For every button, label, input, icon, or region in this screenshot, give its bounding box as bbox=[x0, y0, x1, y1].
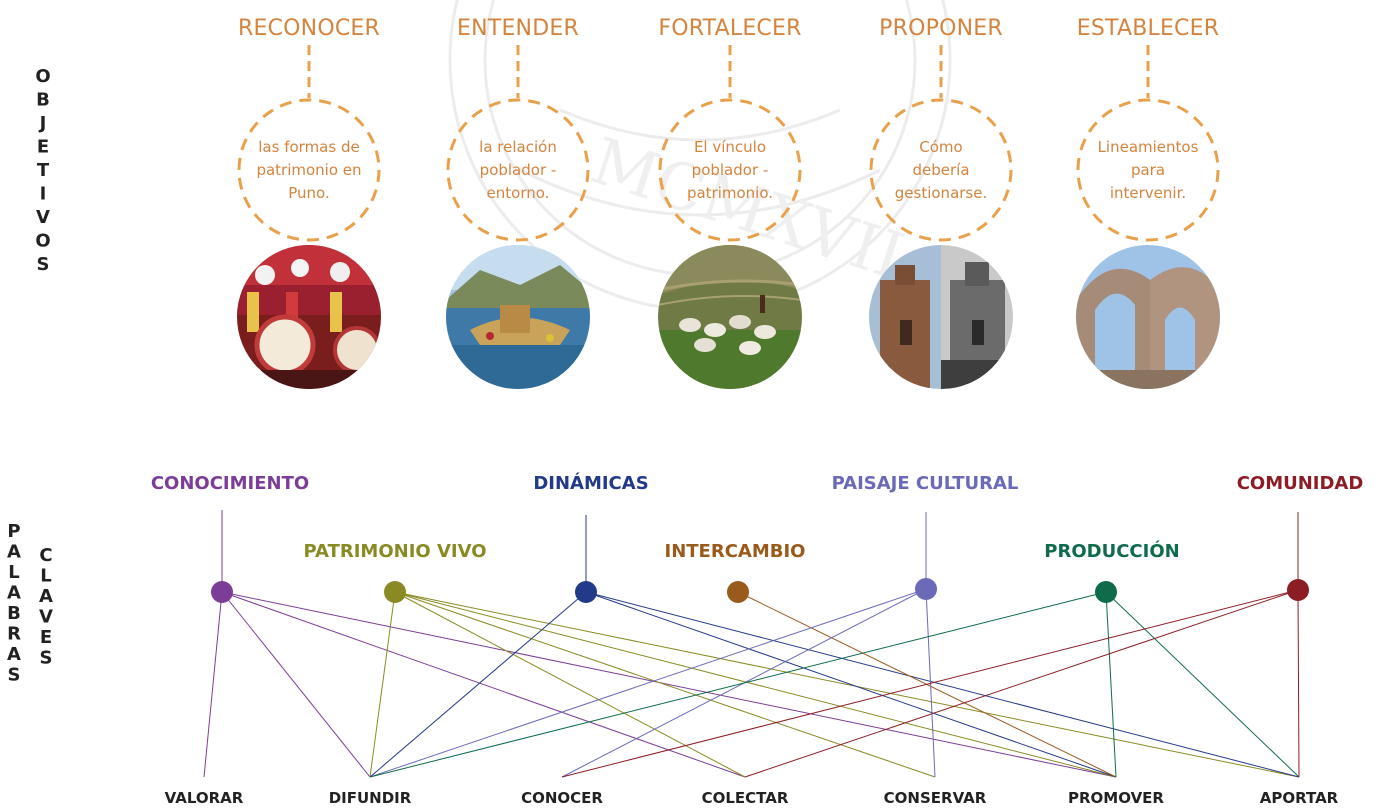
action-label-difundir: DIFUNDIR bbox=[329, 789, 412, 807]
lake-titicaca-reed-boats-photo bbox=[446, 245, 590, 389]
connection-lines bbox=[203, 510, 1300, 778]
action-label-conservar: CONSERVAR bbox=[884, 789, 987, 807]
action-label-conocer: CONOCER bbox=[521, 789, 603, 807]
dashed-circle bbox=[237, 98, 381, 242]
keyword-label-conocimiento: CONOCIMIENTO bbox=[151, 473, 309, 494]
objective-establecer: ESTABLECER Lineamientos para intervenir. bbox=[1076, 16, 1220, 389]
connection-dinamicas-aportar bbox=[585, 591, 1300, 778]
action-label-aportar: APORTAR bbox=[1260, 789, 1339, 807]
action-label-colectar: COLECTAR bbox=[702, 789, 789, 807]
objective-text-line: poblador - bbox=[480, 161, 557, 179]
keyword-node-comunidad bbox=[1287, 579, 1309, 601]
objective-text-line: las formas de bbox=[258, 138, 359, 156]
connection-comunidad-colectar bbox=[744, 589, 1299, 778]
connection-patrimonio_vivo-difundir bbox=[369, 591, 396, 778]
keyword-label-produccion: PRODUCCIÓN bbox=[1044, 540, 1179, 562]
objective-text-line: intervenir. bbox=[1110, 184, 1186, 202]
colonial-church-photo bbox=[869, 245, 1013, 389]
action-label-valorar: VALORAR bbox=[165, 789, 244, 807]
keyword-nodes bbox=[211, 578, 1309, 603]
objective-text-line: entorno. bbox=[487, 184, 550, 202]
objective-text-line: la relación bbox=[479, 138, 557, 156]
dashed-circle bbox=[446, 98, 590, 242]
objective-text-line: patrimonio en bbox=[256, 161, 361, 179]
action-label-promover: PROMOVER bbox=[1068, 789, 1164, 807]
objective-verb: FORTALECER bbox=[658, 16, 801, 41]
keyword-node-produccion bbox=[1095, 581, 1117, 603]
keyword-node-patrimonio_vivo bbox=[384, 581, 406, 603]
connection-conocimiento-colectar bbox=[221, 591, 746, 778]
objective-verb: ESTABLECER bbox=[1077, 16, 1219, 41]
keyword-label-intercambio: INTERCAMBIO bbox=[665, 541, 806, 562]
dashed-circle bbox=[869, 98, 1013, 242]
keyword-node-intercambio bbox=[727, 581, 749, 603]
objective-fortalecer: FORTALECER El vínculo poblador - patrimo… bbox=[658, 16, 802, 389]
keywords-network: CONOCIMIENTO PATRIMONIO VIVO DINÁMICAS INTE… bbox=[151, 472, 1363, 807]
connection-paisaje_cultural-difundir bbox=[369, 588, 927, 778]
keyword-node-paisaje_cultural bbox=[915, 578, 937, 600]
objective-text-line: Cómo bbox=[919, 138, 962, 156]
keyword-node-conocimiento bbox=[211, 581, 233, 603]
connection-conocimiento-promover bbox=[221, 591, 1117, 778]
objective-verb: RECONOCER bbox=[238, 16, 380, 41]
objective-text-line: El vínculo bbox=[694, 138, 766, 156]
objective-proponer: PROPONER Cómo debería gestionarse. bbox=[869, 16, 1013, 389]
connection-dinamicas-difundir bbox=[369, 591, 587, 778]
objective-verb: ENTENDER bbox=[457, 16, 579, 41]
connection-patrimonio_vivo-conservar bbox=[394, 591, 936, 778]
objective-reconocer: RECONOCER las formas de patrimonio en Pu… bbox=[237, 16, 381, 389]
objective-text-line: gestionarse. bbox=[895, 184, 987, 202]
connection-conocimiento-difundir bbox=[221, 591, 371, 778]
connection-patrimonio_vivo-aportar bbox=[394, 591, 1300, 778]
objective-text-line: Lineamientos bbox=[1098, 138, 1199, 156]
objective-text-line: Puno. bbox=[288, 184, 329, 202]
dashed-circle bbox=[658, 98, 802, 242]
connection-produccion-difundir bbox=[369, 591, 1107, 778]
connection-patrimonio_vivo-promover bbox=[394, 591, 1117, 778]
keyword-label-paisaje_cultural: PAISAJE CULTURAL bbox=[832, 473, 1019, 494]
keyword-node-dinamicas bbox=[575, 581, 597, 603]
stone-arches-ruins-photo bbox=[1076, 245, 1220, 389]
keyword-labels: CONOCIMIENTO PATRIMONIO VIVO DINÁMICAS INTE… bbox=[151, 472, 1363, 562]
objective-text-line: poblador - bbox=[692, 161, 769, 179]
connection-produccion-promover bbox=[1105, 591, 1117, 778]
connection-comunidad-aportar bbox=[1297, 589, 1300, 778]
objective-text-line: debería bbox=[912, 161, 969, 179]
dashed-circle bbox=[1076, 98, 1220, 242]
sheep-herding-terraces-photo bbox=[658, 245, 802, 389]
objective-text-line: patrimonio. bbox=[687, 184, 773, 202]
connection-patrimonio_vivo-colectar bbox=[394, 591, 746, 778]
connection-comunidad-conocer bbox=[561, 589, 1299, 778]
objective-text-line: para bbox=[1131, 161, 1165, 179]
action-labels: VALORAR DIFUNDIR CONOCER COLECTAR CONSERVAR P… bbox=[165, 789, 1339, 807]
keyword-label-dinamicas: DINÁMICAS bbox=[533, 472, 648, 494]
keyword-label-comunidad: COMUNIDAD bbox=[1237, 473, 1364, 494]
festival-dancers-photo bbox=[237, 245, 381, 389]
objective-verb: PROPONER bbox=[879, 16, 1003, 41]
keyword-label-patrimonio_vivo: PATRIMONIO VIVO bbox=[304, 541, 487, 562]
connection-produccion-aportar bbox=[1105, 591, 1300, 778]
connection-dinamicas-promover bbox=[585, 591, 1117, 778]
objective-entender: ENTENDER la relación poblador - entorno. bbox=[446, 16, 590, 389]
connection-conocimiento-valorar bbox=[203, 591, 223, 778]
